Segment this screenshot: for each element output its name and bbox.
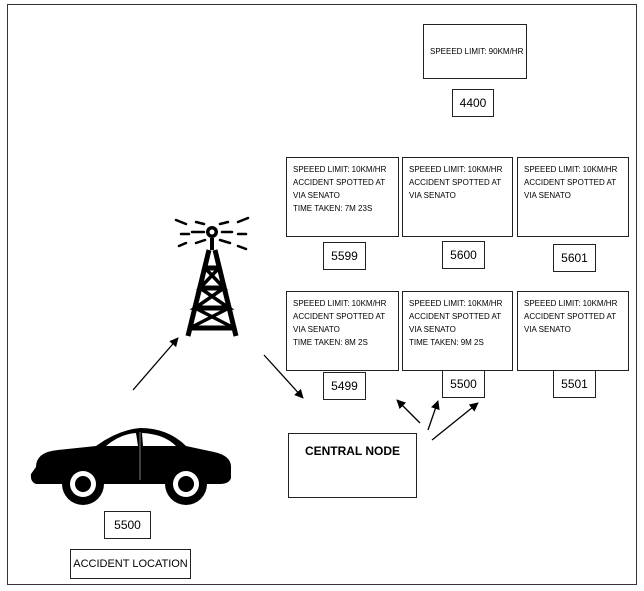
arrow-central-to-5500 — [427, 400, 440, 431]
arrow-central-to-5501 — [431, 402, 479, 441]
sign-5601: SPEEED LIMIT: 10KM/HR ACCIDENT SPOTTED A… — [517, 157, 629, 237]
location-text: VIA SENATO — [524, 191, 571, 200]
time-taken-text: TIME TAKEN: 7M 23S — [293, 204, 373, 213]
arrow-central-to-5499 — [396, 399, 421, 424]
sign-5599: SPEEED LIMIT: 10KM/HR ACCIDENT SPOTTED A… — [286, 157, 399, 237]
central-node: CENTRAL NODE — [288, 433, 417, 498]
speed-limit-text: SPEEED LIMIT: 10KM/HR — [409, 299, 503, 308]
location-text: VIA SENATO — [524, 325, 571, 334]
speed-limit-text: SPEEED LIMIT: 10KM/HR — [524, 299, 618, 308]
node-id-4400: 4400 — [452, 89, 494, 117]
location-text: VIA SENATO — [293, 191, 340, 200]
accident-text: ACCIDENT SPOTTED AT — [524, 312, 617, 321]
location-text: VIA SENATO — [409, 325, 456, 334]
accident-text: ACCIDENT SPOTTED AT — [293, 178, 386, 187]
speed-limit-text: SPEEED LIMIT: 10KM/HR — [409, 165, 503, 174]
accident-location-label: ACCIDENT LOCATION — [70, 549, 191, 579]
node-id-5601: 5601 — [553, 244, 596, 272]
sign-5600: SPEEED LIMIT: 10KM/HR ACCIDENT SPOTTED A… — [402, 157, 513, 237]
sign-5499: SPEEED LIMIT: 10KM/HR ACCIDENT SPOTTED A… — [286, 291, 399, 371]
location-text: VIA SENATO — [409, 191, 456, 200]
sign-5500: SPEEED LIMIT: 10KM/HR ACCIDENT SPOTTED A… — [402, 291, 513, 371]
accident-text: ACCIDENT SPOTTED AT — [524, 178, 617, 187]
accident-text: ACCIDENT SPOTTED AT — [409, 312, 502, 321]
arrow-tower-to-central-node — [263, 354, 304, 399]
time-taken-text: TIME TAKEN: 8M 2S — [293, 338, 368, 347]
node-id-5600: 5600 — [442, 241, 485, 269]
arrow-car-to-tower — [132, 337, 179, 391]
speed-limit-text: SPEEED LIMIT: 10KM/HR — [524, 165, 618, 174]
node-id-5599: 5599 — [323, 242, 366, 270]
diagram-frame — [7, 4, 637, 585]
accident-text: ACCIDENT SPOTTED AT — [293, 312, 386, 321]
node-id-5501: 5501 — [553, 370, 596, 398]
car-icon — [30, 428, 232, 505]
time-taken-text: TIME TAKEN: 9M 2S — [409, 338, 484, 347]
car-node-id: 5500 — [104, 511, 151, 539]
location-text: VIA SENATO — [293, 325, 340, 334]
speed-limit-text: SPEEED LIMIT: 10KM/HR — [293, 165, 387, 174]
accident-text: ACCIDENT SPOTTED AT — [409, 178, 502, 187]
sign-4400: SPEEED LIMIT: 90KM/HR — [423, 24, 527, 79]
sign-5501: SPEEED LIMIT: 10KM/HR ACCIDENT SPOTTED A… — [517, 291, 629, 371]
node-id-5499: 5499 — [323, 372, 366, 400]
node-id-5500: 5500 — [442, 370, 485, 398]
speed-limit-text: SPEEED LIMIT: 90KM/HR — [430, 47, 524, 56]
speed-limit-text: SPEEED LIMIT: 10KM/HR — [293, 299, 387, 308]
radio-tower-icon — [174, 216, 250, 337]
